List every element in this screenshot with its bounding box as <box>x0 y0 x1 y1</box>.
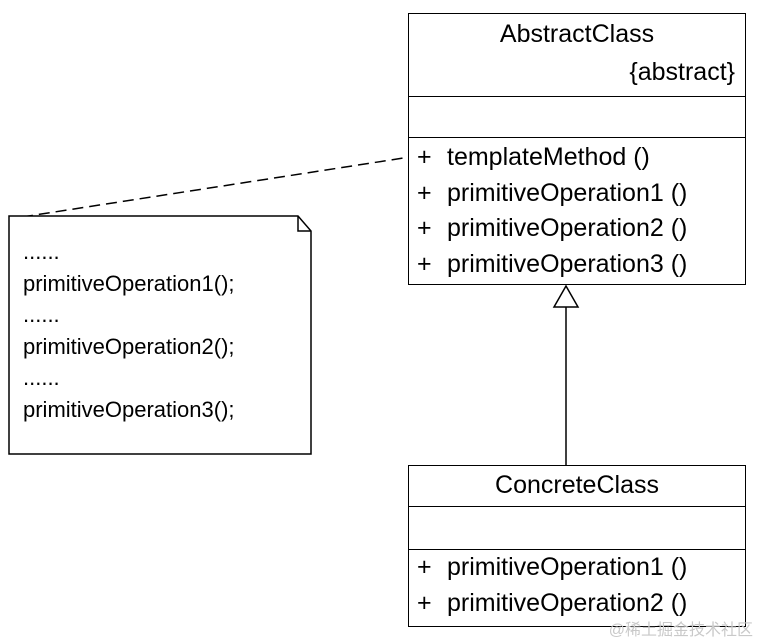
operation-visibility: + <box>417 178 432 207</box>
concrete-class-name: ConcreteClass <box>495 471 659 499</box>
abstract-class-box: AbstractClass {abstract} + templateMetho… <box>408 13 746 285</box>
generalization-arrowhead <box>552 284 580 308</box>
note-line: primitiveOperation1(); <box>23 270 235 296</box>
note-anchor-line <box>21 156 411 218</box>
note-line: primitiveOperation3(); <box>23 396 235 422</box>
note-line: primitiveOperation2(); <box>23 333 235 359</box>
operation-visibility: + <box>417 588 432 617</box>
concrete-class-attributes-compartment <box>409 507 745 550</box>
abstract-class-attributes-compartment <box>409 97 745 138</box>
operation-signature: primitiveOperation2 () <box>447 214 688 242</box>
note-fold <box>297 216 311 232</box>
operation-visibility: + <box>417 214 432 242</box>
abstract-class-operations-compartment: + templateMethod () + primitiveOperation… <box>409 138 745 282</box>
operation-signature: templateMethod () <box>447 143 650 171</box>
abstract-class-operation: + primitiveOperation1 () <box>409 176 745 212</box>
note-outline <box>8 215 312 455</box>
concrete-class-name-compartment: ConcreteClass <box>409 466 745 507</box>
note-line: ...... <box>23 302 60 327</box>
concrete-class-box: ConcreteClass + primitiveOperation1 () +… <box>408 465 746 627</box>
operation-signature: primitiveOperation1 () <box>447 178 688 207</box>
abstract-class-name-compartment: AbstractClass {abstract} <box>409 14 745 97</box>
abstract-class-stereotype: {abstract} <box>629 58 735 86</box>
abstract-class-operation: + primitiveOperation2 () <box>409 211 745 247</box>
note-line: ...... <box>23 239 60 264</box>
operation-visibility: + <box>417 553 432 581</box>
note-line: ...... <box>23 365 60 390</box>
note-body: ...... primitiveOperation1(); ...... pri… <box>23 236 235 425</box>
operation-signature: primitiveOperation3 () <box>447 249 688 278</box>
concrete-class-operations-compartment: + primitiveOperation1 () + primitiveOper… <box>409 550 745 621</box>
operation-signature: primitiveOperation2 () <box>447 588 688 617</box>
abstract-class-name: AbstractClass <box>499 20 655 48</box>
concrete-class-operation: + primitiveOperation1 () <box>409 550 745 586</box>
watermark: @稀土掘金技术社区 <box>608 622 753 639</box>
abstract-class-operation: + primitiveOperation3 () <box>409 247 745 283</box>
abstract-class-operation: + templateMethod () <box>409 140 745 176</box>
concrete-class-operation: + primitiveOperation2 () <box>409 586 745 622</box>
operation-visibility: + <box>417 143 432 171</box>
operation-signature: primitiveOperation1 () <box>447 553 688 581</box>
operation-visibility: + <box>417 249 432 278</box>
